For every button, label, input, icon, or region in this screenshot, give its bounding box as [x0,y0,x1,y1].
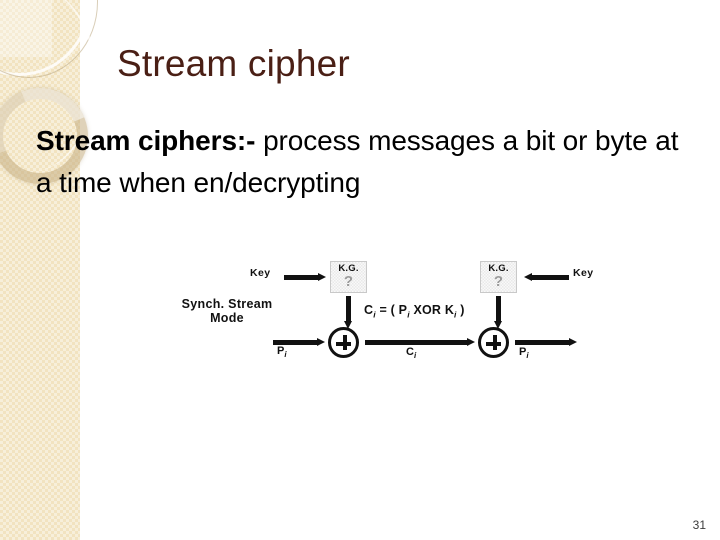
diagram-mode-label: Synch. Stream Mode [166,297,288,325]
body-rest: process messages a bit or byte at a time… [36,125,679,198]
body-lead-dash: - [246,125,256,156]
arrow-right-icon [365,338,475,346]
diagram-key-left-label: Key [250,267,271,279]
arrow-right-icon [515,338,577,346]
plaintext-in-sub: i [284,350,287,360]
page-title: Stream cipher [117,43,350,84]
ciphertext-c: C [406,346,414,358]
formula-c-sub: i [373,309,376,320]
page-number: 31 [692,518,706,532]
arrow-right-icon [273,338,325,346]
xor-gate-right [478,327,509,358]
arrow-down-icon [494,296,503,329]
formula-p-sub: i [407,309,410,320]
body-paragraph: Stream ciphers:- process messages a bit … [36,120,686,204]
plaintext-in-p: P [277,345,285,357]
kg-right-title: K.G. [488,263,509,274]
ciphertext-sub: i [413,351,417,361]
diagram-ciphertext-label: Ci [406,346,416,360]
key-generator-left: K.G. ? [330,261,367,293]
decorative-swoosh-icon [0,0,97,172]
diagram-key-right-label: Key [573,267,594,279]
arrow-left-icon [524,273,569,281]
diagram-mode-label-line2: Mode [210,311,244,325]
kg-left-title: K.G. [338,263,359,274]
diagram-plaintext-out-label: Pi [519,346,529,360]
stream-cipher-diagram: Synch. Stream Mode Key K.G. ? Ci = ( Pi … [160,245,600,375]
xor-gate-left [328,327,359,358]
formula-c: C [364,303,374,317]
formula-mid: = ( P [375,303,408,317]
diagram-plaintext-in-label: Pi [277,345,287,359]
formula-k-sub: i [454,309,457,320]
formula-end: ) [456,303,465,317]
arrow-down-icon [344,296,353,329]
plaintext-out-p: P [519,346,527,358]
kg-left-question: ? [343,273,354,290]
plaintext-out-sub: i [526,351,529,361]
decorative-left-band [0,0,103,540]
arrow-right-icon [284,273,326,281]
diagram-formula-label: Ci = ( Pi XOR Ki ) [364,303,465,320]
key-generator-right: K.G. ? [480,261,517,293]
diagram-mode-label-line1: Synch. Stream [181,297,273,311]
decorative-ring-icon [0,88,88,184]
formula-xor: XOR K [409,303,455,317]
body-lead: Stream ciphers: [36,125,247,156]
kg-right-question: ? [493,273,504,290]
